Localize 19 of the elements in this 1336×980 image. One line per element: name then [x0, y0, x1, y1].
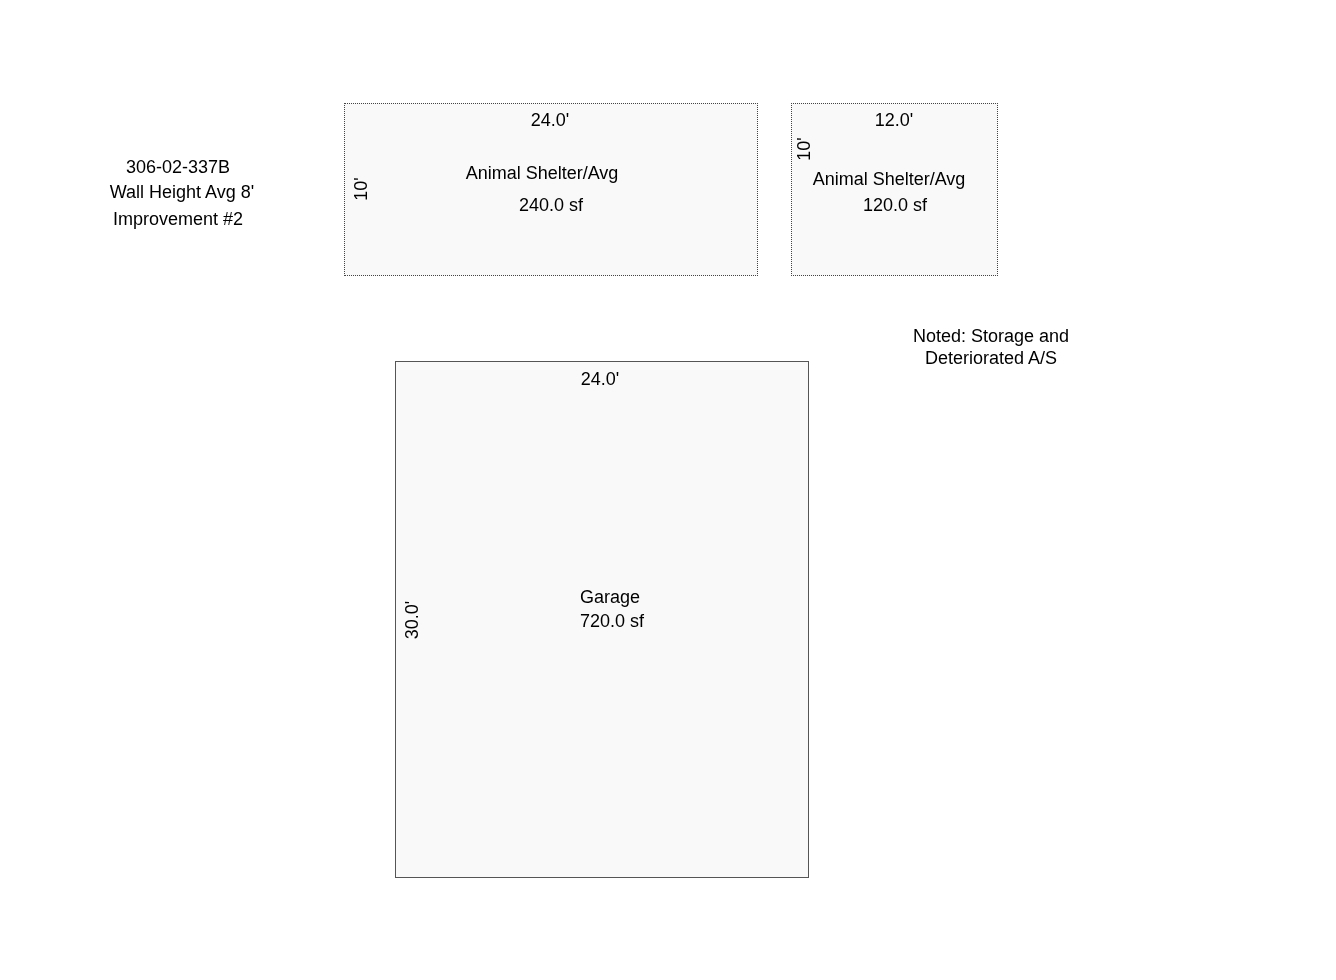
room-name: Animal Shelter/Avg [465, 164, 619, 184]
dimension-label: 30.0' [402, 600, 424, 640]
improvement-number: Improvement #2 [112, 209, 244, 231]
dimension-label: 12.0' [874, 110, 914, 132]
dimension-label: 10' [794, 137, 816, 161]
room-area: 720.0 sf [580, 612, 644, 632]
room-outline [791, 103, 998, 276]
dimension-label: 24.0' [580, 369, 620, 391]
room-name: Garage [580, 588, 640, 608]
dimension-label: 24.0' [530, 110, 570, 132]
dimension-label: 10' [351, 177, 373, 201]
wall-height-note: Wall Height Avg 8' [109, 182, 255, 204]
room-outline [395, 361, 809, 878]
parcel-number: 306-02-337B [125, 157, 231, 179]
room-outline [344, 103, 758, 276]
room-name: Animal Shelter/Avg [812, 170, 966, 190]
room-area: 120.0 sf [863, 196, 927, 216]
room-area: 240.0 sf [519, 196, 583, 216]
note-text: Noted: Storage and Deteriorated A/S [911, 326, 1071, 370]
